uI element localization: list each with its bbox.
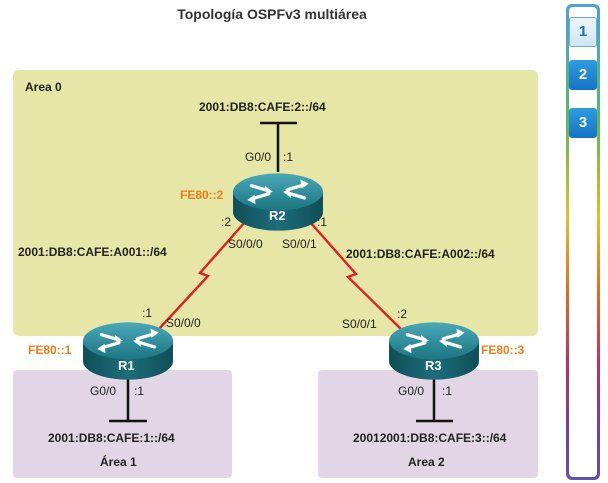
r2-s001-label: S0/0/1 <box>282 237 317 251</box>
r1-lan-stub <box>109 372 147 423</box>
r2-g00-host: :1 <box>283 150 294 164</box>
r1-link-local: FE80::1 <box>28 343 72 357</box>
r1-r2-network: 2001:DB8:CAFE:A001::/64 <box>18 245 167 259</box>
r1-g00-host: :1 <box>134 384 145 398</box>
r2-lan-stub <box>260 121 297 172</box>
r3-g00-host: :1 <box>442 384 453 398</box>
nav-page-2-button[interactable]: 2 <box>569 60 597 90</box>
r2-s000-host: :2 <box>221 215 232 229</box>
nav-page-3-button[interactable]: 3 <box>569 108 597 138</box>
r2-link-local: FE80::2 <box>180 188 224 202</box>
r3-lan-network: 20012001:DB8:CAFE:3::/64 <box>353 431 507 445</box>
r3-s001-host: :2 <box>397 307 408 321</box>
r1-lan-network: 2001:DB8:CAFE:1::/64 <box>48 431 175 445</box>
r2-lan-network: 2001:DB8:CAFE:2::/64 <box>199 100 326 114</box>
r1-g00-label: G0/0 <box>90 384 117 398</box>
r2-r3-network: 2001:DB8:CAFE:A002::/64 <box>346 247 495 261</box>
serial-link-r1-r2 <box>157 221 246 331</box>
router-r1-name: R1 <box>118 358 135 373</box>
r3-s001-label: S0/0/1 <box>342 317 377 331</box>
r2-s000-label: S0/0/0 <box>228 237 263 251</box>
page-title: Topología OSPFv3 multiárea <box>177 6 367 22</box>
r3-g00-label: G0/0 <box>398 384 425 398</box>
area-1-region <box>13 370 232 478</box>
area-2-label: Area 2 <box>408 455 445 469</box>
area-1-label: Área 1 <box>100 455 137 469</box>
area-2-region <box>318 370 538 478</box>
serial-link-r2-r3 <box>309 221 403 331</box>
r2-s001-host: :1 <box>317 215 328 229</box>
router-r3-name: R3 <box>425 358 442 373</box>
nav-page-1-button[interactable]: 1 <box>569 17 597 47</box>
area-0-label: Area 0 <box>25 80 62 94</box>
r2-g00-label: G0/0 <box>245 150 272 164</box>
r1-s000-label: S0/0/0 <box>166 316 201 330</box>
r3-link-local: FE80::3 <box>481 343 525 357</box>
router-r2-name: R2 <box>269 208 286 223</box>
r1-s000-host: :1 <box>142 306 153 320</box>
r3-lan-stub <box>416 372 453 423</box>
